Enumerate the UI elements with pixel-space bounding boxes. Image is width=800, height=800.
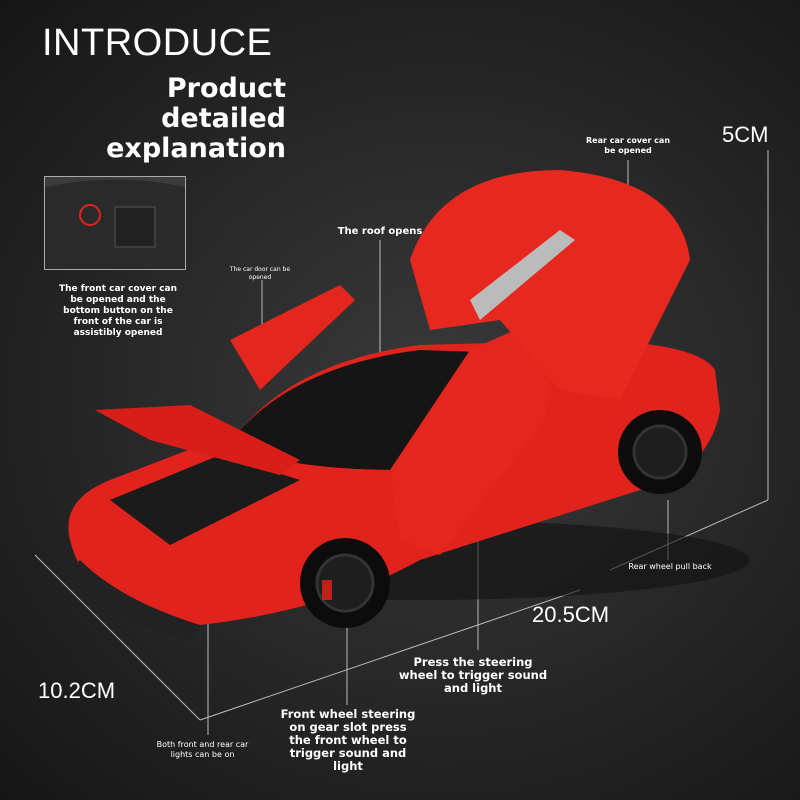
callout-steering: Press the steering wheel to trigger soun… bbox=[398, 655, 548, 695]
callout-lights: Both front and rear car lights can be on bbox=[156, 740, 249, 759]
callout-front-cover: The front car cover can be opened and th… bbox=[58, 284, 178, 338]
callout-roof: The roof opens bbox=[337, 226, 423, 237]
callout-door: The car door can be opened bbox=[229, 266, 291, 281]
subtitle-line-1: Product detailed bbox=[161, 73, 286, 134]
page-title: INTRODUCE bbox=[42, 22, 273, 64]
height-dimension: 5CM bbox=[722, 122, 769, 147]
button-detail-inset bbox=[44, 176, 186, 270]
subtitle-line-2: explanation bbox=[106, 133, 286, 164]
callout-rear-wheel: Rear wheel pull back bbox=[628, 562, 712, 571]
width-dimension: 10.2CM bbox=[38, 678, 116, 703]
callout-front-wheel: Front wheel steering on gear slot press … bbox=[280, 707, 416, 773]
car-model bbox=[68, 170, 750, 640]
length-dimension: 20.5CM bbox=[532, 602, 610, 627]
callout-rear-cover: Rear car cover can be opened bbox=[585, 136, 671, 155]
page-subtitle: Product detailed explanation bbox=[40, 74, 286, 164]
